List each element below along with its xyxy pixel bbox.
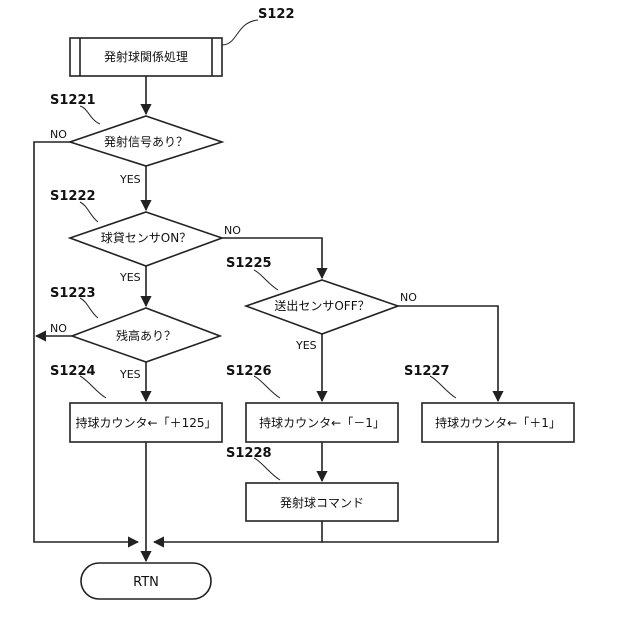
fire-command-label: 発射球コマンド xyxy=(280,495,364,510)
decision-balance-label: 残高あり？ xyxy=(116,328,176,343)
leader-line xyxy=(430,376,456,398)
terminal-rtn: RTN xyxy=(81,563,211,599)
process-counter-plus125: 持球カウンタ←「＋125」 xyxy=(70,403,222,442)
flow-line xyxy=(398,306,498,401)
branch-d3-yes: YES xyxy=(119,368,141,381)
step-id-s1223: S1223 xyxy=(50,286,96,301)
branch-d1-no: NO xyxy=(50,128,67,141)
process-fire-command: 発射球コマンド xyxy=(246,483,398,521)
counter-plus125-label: 持球カウンタ←「＋125」 xyxy=(76,415,217,430)
leader-line xyxy=(80,298,98,318)
flow-line xyxy=(154,521,322,542)
leader-line xyxy=(254,458,280,480)
branch-d2-no: NO xyxy=(224,224,241,237)
leader-line xyxy=(254,376,280,398)
decision-lend-sensor: 球貸センサON？ xyxy=(70,212,222,266)
step-id-s1221: S1221 xyxy=(50,93,96,108)
step-id-s1224: S1224 xyxy=(50,364,96,379)
step-id-s1225: S1225 xyxy=(226,256,272,271)
branch-d4-no: NO xyxy=(400,291,417,304)
terminal-label: RTN xyxy=(133,575,159,590)
branch-d3-no: NO xyxy=(50,322,67,335)
branch-d4-yes: YES xyxy=(295,339,317,352)
step-id-s1228: S1228 xyxy=(226,446,272,461)
leader-line xyxy=(80,106,100,124)
counter-minus1-label: 持球カウンタ←「－1」 xyxy=(259,415,385,430)
branch-d2-yes: YES xyxy=(119,271,141,284)
leader-line xyxy=(254,270,278,290)
step-id-s1226: S1226 xyxy=(226,364,272,379)
step-id-s1222: S1222 xyxy=(50,189,96,204)
step-id-s1227: S1227 xyxy=(404,364,450,379)
leader-line xyxy=(80,202,98,222)
decision-send-sensor-label: 送出センサOFF？ xyxy=(274,298,369,313)
subroutine-box: 発射球関係処理 xyxy=(70,38,222,76)
process-counter-minus1: 持球カウンタ←「－1」 xyxy=(246,403,398,442)
process-counter-plus1: 持球カウンタ←「＋1」 xyxy=(422,403,574,442)
subroutine-label: 発射球関係処理 xyxy=(104,49,188,64)
decision-fire-signal-label: 発射信号あり？ xyxy=(104,134,188,149)
decision-lend-sensor-label: 球貸センサON？ xyxy=(101,230,191,245)
branch-d1-yes: YES xyxy=(119,173,141,186)
decision-fire-signal: 発射信号あり？ xyxy=(70,116,222,166)
counter-plus1-label: 持球カウンタ←「＋1」 xyxy=(435,415,561,430)
leader-line xyxy=(80,376,106,398)
decision-send-sensor: 送出センサOFF？ xyxy=(246,280,398,334)
decision-balance: 残高あり？ xyxy=(72,308,220,362)
step-id-s122: S122 xyxy=(258,7,295,22)
leader-line xyxy=(222,20,258,45)
